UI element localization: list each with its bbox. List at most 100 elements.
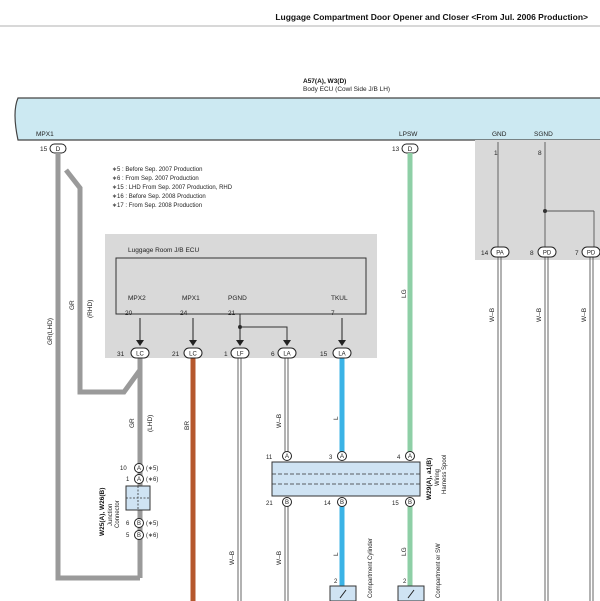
- junction-pin-10: 10: [120, 466, 127, 472]
- junction-pin-6: 6: [126, 521, 130, 527]
- wire-label-br: BR: [184, 421, 191, 430]
- page-title: Luggage Compartment Door Opener and Clos…: [275, 12, 588, 22]
- note-5: ∗17 : From Sep. 2008 Production: [112, 203, 202, 209]
- luggage-conn-lf-label: LF: [236, 352, 243, 358]
- right-conn-pin-7: 7: [575, 250, 579, 257]
- junction-conn-b-1: [134, 518, 144, 528]
- junction-note-1: (∗5): [146, 466, 158, 472]
- wire-label-wb-1: W–B: [489, 308, 496, 322]
- body-ecu-code: A57(A), W3(D): [303, 78, 346, 85]
- luggage-term-pin-24: 24: [180, 310, 188, 317]
- junction-conn-b-1-label: B: [137, 521, 141, 527]
- wire-label-wb-4: W–B: [276, 414, 283, 428]
- luggage-conn-pin-1: 1: [224, 351, 228, 358]
- luggage-term-mpx2-label: MPX2: [128, 295, 146, 302]
- junction-conn-a-1-label: A: [137, 466, 141, 472]
- wire-gr-rhd: [64, 168, 143, 395]
- junction-conn-a-1: [134, 463, 144, 473]
- junction-conn-a-2: [134, 474, 144, 484]
- spool-pin-15: 15: [392, 501, 399, 507]
- spool-conn-a-3-label: A: [408, 454, 412, 460]
- luggage-ecu-box: [105, 234, 377, 358]
- right-conn-pin-8: 8: [530, 250, 534, 257]
- cylinder-switch-icon: [339, 589, 347, 599]
- luggage-term-pgnd-label: PGND: [228, 295, 247, 302]
- note-3: ∗15 : LHD From Sep. 2007 Production, RHD: [112, 185, 233, 191]
- wire-label-lhd-2: (LHD): [147, 415, 154, 432]
- bottom-pin-b: 2: [403, 579, 407, 585]
- spool-conn-b-2-label: B: [340, 500, 344, 506]
- wire-label-rhd: (RHD): [87, 300, 94, 318]
- ecu-input-stubs: [139, 318, 343, 340]
- junction-pin-5: 5: [126, 533, 130, 539]
- spool-conn-a-1-label: A: [285, 454, 289, 460]
- body-ecu-pin-gnd-label: GND: [492, 131, 507, 138]
- junction-note-4: (∗6): [146, 533, 158, 539]
- body-ecu-conn-d-1-label: D: [56, 146, 61, 153]
- body-ecu-pin-lpsw-label: LPSW: [399, 131, 418, 138]
- wire-label-wb-2: W–B: [536, 308, 543, 322]
- luggage-conn-lf: [230, 347, 250, 359]
- junction-line1: Junction: [108, 504, 114, 526]
- compartment-cylinder-label: Compartment Cylinder: [368, 538, 374, 598]
- note-4: ∗16 : Before Sep. 2008 Production: [112, 194, 206, 200]
- spool-pin-3: 3: [329, 455, 333, 461]
- spool-line2: Harness Spool: [442, 455, 448, 494]
- body-ecu-pin-13: 13: [392, 146, 400, 153]
- spool-conn-b-1-label: B: [285, 500, 289, 506]
- compartment-switch-label: Compartment er SW: [436, 543, 442, 598]
- spool-pin-14: 14: [324, 501, 331, 507]
- luggage-conn-lc-1: [130, 347, 150, 359]
- wire-wb-la: [284, 358, 289, 601]
- wire-label-gr-2: GR: [129, 418, 136, 428]
- spool-conn-b-1: [282, 497, 292, 507]
- right-conn-pd-1-label: PD: [543, 251, 552, 257]
- luggage-conn-pin-6: 6: [271, 351, 275, 358]
- spool-pin-21: 21: [266, 501, 273, 507]
- luggage-term-mpx1-label: MPX1: [182, 295, 200, 302]
- luggage-conn-lc-1-label: LC: [136, 352, 144, 358]
- right-conn-pd-1: [537, 246, 557, 258]
- spool-code: W29(A), a1(B): [426, 458, 433, 500]
- luggage-term-pin-21: 21: [228, 310, 236, 317]
- junction-line2: Connector: [115, 500, 121, 528]
- junction-pin-1: 1: [126, 477, 130, 483]
- note-1: ∗5 : Before Sep. 2007 Production: [112, 167, 202, 173]
- bottom-pin-a: 2: [334, 579, 338, 585]
- junction-note-3: (∗5): [146, 521, 158, 527]
- body-ecu-pin-15: 15: [40, 146, 48, 153]
- right-conn-pd-2: [581, 246, 600, 258]
- sgnd-junction-dot: [543, 209, 547, 213]
- luggage-conn-la-1: [277, 347, 297, 359]
- wire-label-l-2: L: [333, 552, 340, 556]
- luggage-term-pin-7: 7: [331, 310, 335, 317]
- luggage-ecu-name: Luggage Room J/B ECU: [128, 247, 199, 254]
- body-ecu-gnd-area: [475, 140, 600, 260]
- junction-note-2: (∗6): [146, 477, 158, 483]
- spool-conn-b-3: [405, 497, 415, 507]
- spool-conn-a-2: [337, 451, 347, 461]
- junction-code: W25(A), W26(B): [99, 488, 106, 536]
- right-conn-pd-2-label: PD: [587, 251, 596, 257]
- body-ecu-conn-d-2-label: D: [408, 146, 413, 153]
- spool-conn-a-2-label: A: [340, 454, 344, 460]
- spool-line1: Wiring: [435, 469, 441, 486]
- wire-wb-lf: [237, 358, 242, 601]
- junction-conn-b-2: [134, 530, 144, 540]
- luggage-conn-lc-2: [183, 347, 203, 359]
- luggage-conn-la-2: [332, 347, 352, 359]
- harness-spool-box: [271, 461, 421, 497]
- wire-gr-lhd: [55, 153, 140, 581]
- body-ecu-pin-8: 8: [538, 150, 542, 157]
- junction-conn-b-2-label: B: [137, 533, 141, 539]
- wire-label-wb-5: W–B: [229, 551, 236, 565]
- spool-pin-11: 11: [266, 455, 273, 461]
- wire-label-lg-2: LG: [401, 547, 408, 556]
- note-2: ∗6 : From Sep. 2007 Production: [112, 176, 199, 182]
- right-conn-pa-label: PA: [496, 251, 504, 257]
- spool-conn-b-2: [337, 497, 347, 507]
- ecu-input-arrows: [136, 340, 346, 346]
- luggage-conn-pin-21: 21: [172, 351, 180, 358]
- spool-pin-4: 4: [397, 455, 401, 461]
- luggage-term-tkul-label: TKUL: [331, 295, 348, 302]
